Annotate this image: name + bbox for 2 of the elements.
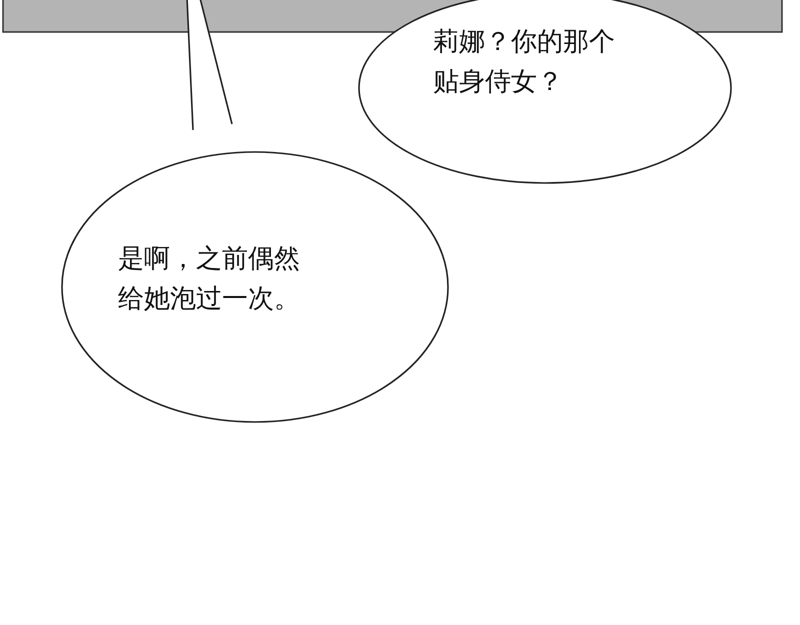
speech-text: 莉娜？你的那个贴身侍女？ bbox=[433, 26, 616, 99]
speech-text: 是啊，之前偶然给她泡过一次。 bbox=[118, 243, 301, 316]
